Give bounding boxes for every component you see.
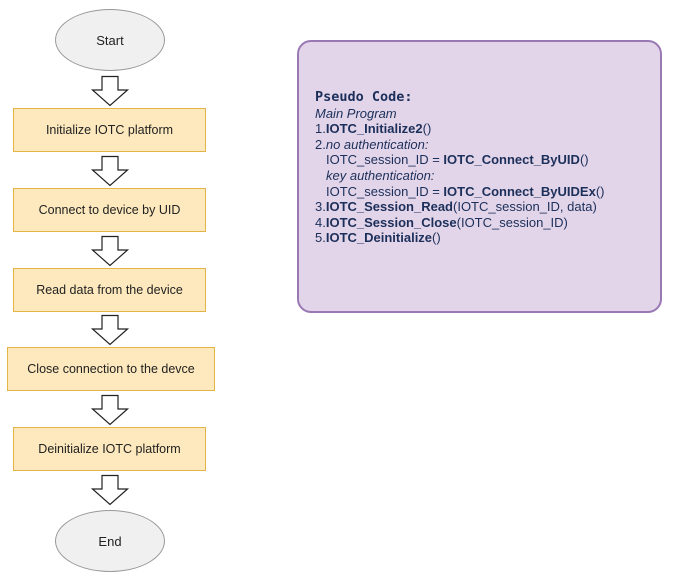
function-name: IOTC_Connect_ByUIDEx (443, 183, 596, 199)
down-arrow-icon (90, 474, 130, 506)
pseudo-line-2a: IOTC_session_ID = IOTC_Connect_ByUID() (315, 152, 605, 168)
pseudo-line-3: 3.IOTC_Session_Read(IOTC_session_ID, dat… (315, 199, 605, 215)
step-read: Read data from the device (13, 268, 206, 312)
function-name: IOTC_Deinitialize (325, 230, 433, 246)
pseudo-code-title: Pseudo Code: (315, 89, 413, 105)
pseudo-line-1: 1.IOTC_Initialize2() (315, 121, 605, 137)
line-number: 2. (315, 136, 326, 152)
down-arrow-icon (90, 314, 130, 346)
function-args: () (579, 152, 589, 168)
assignment: IOTC_session_ID = (326, 152, 444, 168)
function-name: IOTC_Session_Read (325, 199, 453, 215)
line-number: 4. (315, 214, 326, 230)
function-name: IOTC_Session_Close (325, 214, 457, 230)
step-close: Close connection to the devce (7, 347, 215, 391)
function-args: (IOTC_session_ID, data) (453, 199, 597, 215)
down-arrow-icon (90, 75, 130, 107)
step-initialize-label: Initialize IOTC platform (45, 123, 174, 137)
down-arrow-icon (90, 155, 130, 187)
step-connect-label: Connect to device by UID (38, 203, 181, 217)
pseudo-line-4: 4.IOTC_Session_Close(IOTC_session_ID) (315, 215, 605, 231)
pseudo-line-2: 2.no authentication: (315, 137, 605, 153)
function-args: (IOTC_session_ID) (456, 214, 568, 230)
function-name: IOTC_Initialize2 (325, 121, 423, 137)
down-arrow-icon (90, 235, 130, 267)
assignment: IOTC_session_ID = (326, 183, 444, 199)
pseudo-code-text: Pseudo Code: Main Program 1.IOTC_Initial… (315, 89, 605, 246)
pseudo-line-5: 5.IOTC_Deinitialize() (315, 230, 605, 246)
pseudo-line-2b-label: key authentication: (326, 167, 435, 183)
pseudo-code-subtitle: Main Program (315, 105, 397, 121)
line-number: 1. (315, 121, 326, 137)
step-close-label: Close connection to the devce (27, 362, 195, 376)
line-number: 5. (315, 230, 326, 246)
auth-mode-label: no authentication: (325, 136, 429, 152)
end-node: End (55, 510, 165, 572)
step-deinitialize-label: Deinitialize IOTC platform (38, 442, 181, 456)
down-arrow-icon (90, 394, 130, 426)
step-deinitialize: Deinitialize IOTC platform (13, 427, 206, 471)
step-initialize: Initialize IOTC platform (13, 108, 206, 152)
end-label: End (98, 533, 122, 549)
function-args: () (432, 230, 441, 246)
start-node: Start (55, 9, 165, 71)
step-connect: Connect to device by UID (13, 188, 206, 232)
function-name: IOTC_Connect_ByUID (443, 152, 580, 168)
pseudo-line-2b: IOTC_session_ID = IOTC_Connect_ByUIDEx() (315, 184, 605, 200)
line-number: 3. (315, 199, 326, 215)
step-read-label: Read data from the device (36, 283, 183, 297)
pseudo-code-note: Pseudo Code: Main Program 1.IOTC_Initial… (297, 40, 662, 313)
start-label: Start (96, 32, 124, 48)
function-args: () (422, 121, 432, 137)
function-args: () (595, 183, 605, 199)
